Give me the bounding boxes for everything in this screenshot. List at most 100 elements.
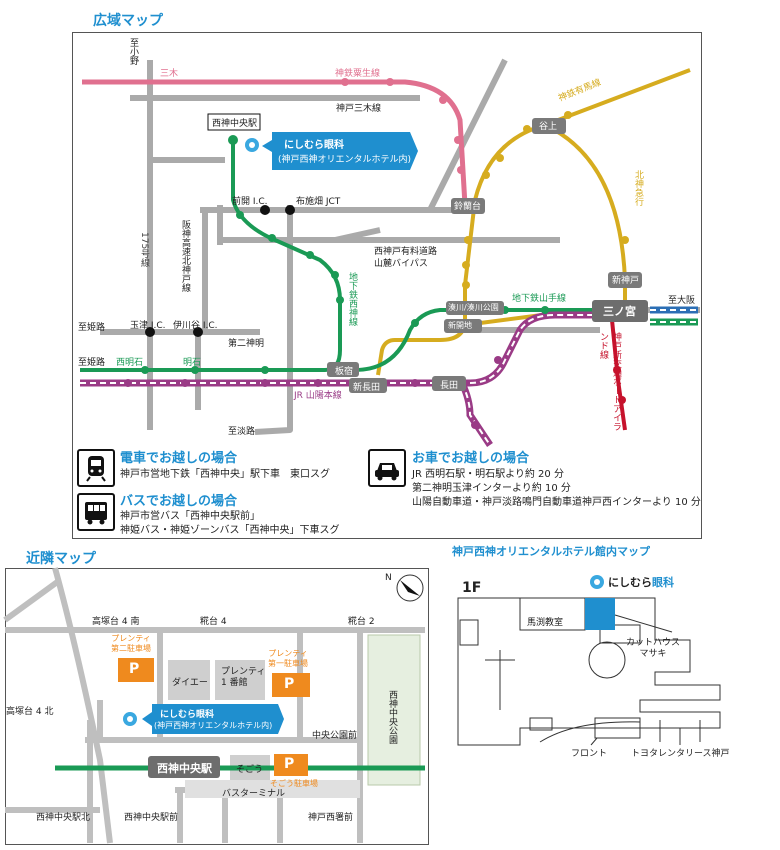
road-toll-2 bbox=[334, 227, 381, 243]
label-nagata: 長田 bbox=[440, 381, 459, 391]
near-station-box bbox=[148, 756, 220, 778]
label-miki: 三木 bbox=[160, 69, 179, 79]
floor-label-toyota: トヨタレンタリース神戸 bbox=[631, 749, 730, 759]
floor-clinic-name: にしむら bbox=[608, 576, 652, 589]
label-subway-seishin: 地下鉄西神線 bbox=[347, 272, 357, 326]
label-tamatsu-ic: 玉津 I.C. bbox=[130, 321, 166, 331]
pink-line-stations bbox=[341, 78, 465, 174]
parking-sogo bbox=[274, 754, 308, 776]
near-label-clinic-hotel: (神戸西神オリエンタルホテル内) bbox=[154, 721, 273, 730]
label-shin-nagata: 新長田 bbox=[353, 383, 381, 393]
near-roads bbox=[3, 567, 425, 844]
near-label-plenty-p2: プレンティ 第二駐車場 bbox=[111, 634, 151, 653]
label-shin-kobe: 新神戸 bbox=[612, 276, 640, 286]
floor-label-cut-house: カットハウス マサキ bbox=[626, 638, 681, 659]
label-jr-sanyo: JR 山陽本線 bbox=[294, 391, 342, 401]
label-clinic-name: にしむら眼科 bbox=[284, 140, 344, 151]
near-map-title: 近隣マップ bbox=[26, 551, 96, 567]
label-maeaki-ic: 前開 I.C. bbox=[232, 197, 268, 207]
label-port-liner: 神戸新交通ポートアイランド線 bbox=[598, 332, 621, 431]
floor-clinic-suffix: 眼科 bbox=[652, 576, 674, 589]
bus-line-1: 神戸市営バス「西神中央駅前」 bbox=[120, 511, 260, 522]
car-line-3: 山陽自動車道・神戸淡路鳴門自動車道神戸西インターより 10 分 bbox=[412, 497, 701, 508]
near-label-north: N bbox=[385, 573, 392, 583]
label-to-himeji-2: 至姫路 bbox=[78, 358, 106, 368]
label-route175: 175号線 bbox=[139, 232, 149, 268]
near-p-letter-1: P bbox=[284, 676, 295, 692]
train-icon bbox=[77, 449, 115, 487]
nishishin-station-box bbox=[207, 113, 261, 131]
daiei-block bbox=[168, 660, 210, 700]
near-label-plenty-p1: プレンティ 第一駐車場 bbox=[268, 649, 308, 668]
label-itayado: 板宿 bbox=[335, 367, 354, 377]
label-nishi-akashi: 西明石 bbox=[116, 358, 144, 368]
wide-map-title: 広域マップ bbox=[93, 13, 163, 29]
near-label-seishin-park: 西神中央公園 bbox=[387, 690, 397, 744]
label-subway-yamate: 地下鉄山手線 bbox=[512, 294, 567, 304]
label-shinkaichi: 新開地 bbox=[448, 321, 472, 330]
near-label-station-north: 西神中央駅北 bbox=[36, 813, 91, 823]
road-funoubatake bbox=[254, 205, 293, 435]
near-label-plenty1: プレンティ 1 番館 bbox=[221, 667, 266, 688]
car-title: お車でお越しの場合 bbox=[412, 451, 530, 466]
bus-line-2: 神姫バス・神姫ゾーンバス「西神中央」下車スグ bbox=[120, 525, 340, 536]
road-diag-1 bbox=[427, 58, 508, 212]
label-sannomiya: 三ノ宮 bbox=[603, 305, 636, 318]
near-label-sogo-parking: そごう駐車場 bbox=[270, 779, 318, 788]
label-sanrei-bypass: 山麓バイパス bbox=[374, 259, 428, 269]
port-liner-stations bbox=[613, 366, 626, 404]
near-label-koudai4: 糀台 4 bbox=[200, 617, 227, 627]
label-hanshin-expwy: 阪神高速北神戸線 bbox=[180, 220, 190, 292]
near-clinic-callout bbox=[123, 704, 284, 734]
label-to-ono: 至 小 野 bbox=[130, 39, 140, 67]
line-shintetsu-ao bbox=[82, 79, 468, 206]
near-label-station: 西神中央駅 bbox=[157, 762, 212, 775]
label-tanigami: 谷上 bbox=[539, 122, 558, 132]
near-label-clinic-name: にしむら眼科 bbox=[160, 710, 215, 720]
floor-label-front: フロント bbox=[571, 749, 608, 759]
bus-icon bbox=[77, 493, 115, 531]
floor-label-clinic: にしむら眼科 bbox=[608, 574, 674, 590]
floor-clinic-logo bbox=[590, 575, 604, 589]
train-title: 電車でお越しの場合 bbox=[120, 451, 238, 466]
parking-p1 bbox=[272, 673, 310, 697]
near-label-station-front: 西神中央駅前 bbox=[124, 813, 179, 823]
maeaki-ic-dot bbox=[260, 205, 270, 215]
label-shintetsu-ao: 神鉄粟生線 bbox=[335, 69, 381, 79]
label-akashi: 明石 bbox=[183, 358, 202, 368]
jr-stations bbox=[124, 356, 502, 429]
label-nishikobe-toll: 西神戸有料道路 bbox=[374, 247, 438, 257]
near-label-takatsukadai4-kita: 高塚台 4 北 bbox=[6, 707, 54, 717]
bus-title: バスでお越しの場合 bbox=[120, 494, 238, 509]
label-daini-shinmei: 第二神明 bbox=[228, 339, 265, 349]
label-to-himeji-1: 至姫路 bbox=[78, 323, 106, 333]
near-label-koudai2: 糀台 2 bbox=[348, 617, 375, 627]
near-label-central-park-front: 中央公園前 bbox=[312, 731, 358, 741]
funoubatake-jct-dot bbox=[285, 205, 295, 215]
label-kobe-sanki: 神戸三木線 bbox=[336, 104, 382, 114]
station-badges bbox=[327, 118, 648, 393]
near-label-sogo: そごう bbox=[236, 765, 264, 775]
label-to-awaji: 至淡路 bbox=[228, 427, 256, 437]
clinic-callout bbox=[245, 132, 418, 170]
near-label-police-front: 神戸西署前 bbox=[308, 813, 354, 823]
train-line: 神戸市営地下鉄「西神中央」駅下車 東口スグ bbox=[120, 469, 330, 480]
near-p-letter-2: P bbox=[129, 661, 140, 677]
near-label-takatsukadai4-minami: 高塚台 4 南 bbox=[92, 617, 140, 627]
label-hokushin-kyuko: 北神急行 bbox=[633, 170, 643, 206]
label-suzurandai: 鈴蘭台 bbox=[454, 202, 482, 212]
yellow-line-stations bbox=[462, 111, 629, 289]
central-park bbox=[367, 634, 421, 786]
car-icon bbox=[368, 449, 406, 487]
plenty1-block bbox=[215, 660, 265, 700]
parking-p2 bbox=[118, 658, 154, 682]
label-nishishin-station: 西神中央駅 bbox=[212, 119, 258, 129]
label-funoubatake-jct: 布施畑 JCT bbox=[296, 197, 341, 207]
near-label-bus-terminal: バスターミナル bbox=[222, 789, 286, 799]
itagawa-ic-dot bbox=[193, 327, 203, 337]
label-clinic-hotel: (神戸西神オリエンタルホテル内) bbox=[278, 155, 412, 165]
clinic-room bbox=[585, 598, 615, 630]
